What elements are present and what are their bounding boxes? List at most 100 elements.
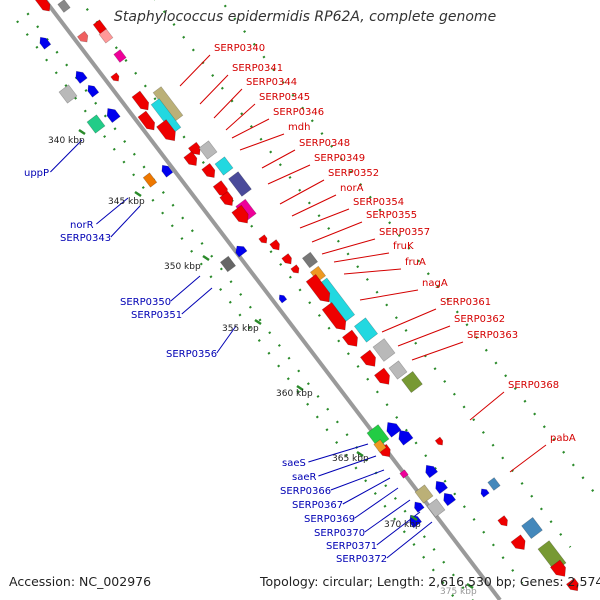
gene-feature	[305, 274, 331, 303]
gene-label-norA: norA	[340, 183, 364, 194]
gene-label-SERP0362: SERP0362	[454, 314, 505, 325]
gene-label-SERP0350: SERP0350	[120, 297, 171, 308]
ruler-label: 345 kbp	[108, 197, 145, 207]
ruler-major-tick	[134, 190, 142, 198]
gene-feature	[34, 0, 51, 12]
gene-feature	[414, 501, 425, 513]
leader-line	[359, 289, 419, 301]
gene-feature	[57, 0, 71, 13]
gene-feature	[373, 367, 390, 385]
gene-feature	[76, 30, 89, 43]
leader-line	[330, 469, 385, 491]
label-leaders	[50, 54, 547, 559]
gene-feature	[214, 156, 234, 176]
gene-label-SERP0369: SERP0369	[304, 514, 355, 525]
leader-line	[199, 74, 229, 105]
gene-feature	[434, 436, 444, 446]
leader-line	[364, 499, 411, 533]
gene-label-SERP0343: SERP0343	[60, 233, 111, 244]
gene-label-SERP0367: SERP0367	[292, 500, 343, 511]
gene-feature	[425, 464, 439, 479]
ruler-label: 350 kbp	[164, 262, 201, 272]
gene-feature	[487, 477, 501, 491]
gene-feature	[414, 484, 434, 504]
leader-line	[509, 444, 547, 473]
gene-label-SERP0354: SERP0354	[353, 197, 404, 208]
gene-label-SERP0366: SERP0366	[280, 486, 331, 497]
gene-label-SERP0344: SERP0344	[246, 77, 297, 88]
gene-feature	[398, 430, 414, 446]
gene-feature	[142, 172, 158, 188]
ruler-major-tick	[296, 384, 304, 392]
gene-feature	[510, 534, 526, 550]
leader-line	[318, 455, 377, 477]
gene-label-norR: norR	[70, 220, 94, 231]
leader-line	[279, 179, 325, 205]
gene-feature	[87, 84, 100, 98]
ruler-major-tick	[254, 318, 262, 326]
gene-feature	[399, 469, 409, 479]
map-title: Staphylococcus epidermidis RP62A, comple…	[114, 9, 497, 25]
topology-text: Topology: circular; Length: 2,616,530 bp…	[260, 574, 600, 589]
gene-label-SERP0352: SERP0352	[328, 168, 379, 179]
gene-feature	[435, 480, 449, 495]
leader-line	[333, 252, 390, 263]
gene-feature	[235, 245, 248, 258]
gene-feature	[321, 302, 347, 331]
gene-feature	[137, 110, 156, 131]
gene-label-SERP0340: SERP0340	[214, 43, 265, 54]
gene-label-SERP0372: SERP0372	[336, 554, 387, 565]
leader-line	[261, 149, 296, 169]
leader-line	[469, 391, 505, 421]
gene-label-SERP0370: SERP0370	[314, 528, 365, 539]
leader-line	[343, 268, 402, 275]
gene-label-pabA: pabA	[550, 433, 576, 444]
gene-feature	[198, 140, 218, 160]
gene-label-uppP: uppP	[24, 168, 49, 179]
gene-feature	[426, 498, 446, 518]
ruler-label: 375 kbp	[440, 587, 477, 597]
gene-feature	[269, 239, 280, 251]
gene-labels: SERP0340SERP0341SERP0344SERP0345SERP0346…	[24, 43, 576, 565]
leader-line	[231, 118, 270, 139]
gene-label-saeS: saeS	[282, 458, 306, 469]
leader-line	[181, 287, 213, 315]
gene-feature	[290, 264, 300, 274]
ruler-label: 355 kbp	[222, 324, 259, 334]
gene-feature	[359, 349, 376, 367]
gene-feature	[388, 360, 408, 380]
leader-line	[397, 325, 451, 347]
gene-feature	[301, 251, 319, 269]
gene-feature	[521, 516, 543, 540]
gene-label-SERP0356: SERP0356	[166, 349, 217, 360]
gene-feature	[372, 338, 396, 362]
leader-line	[239, 133, 285, 151]
gene-features	[34, 0, 579, 592]
gene-label-SERP0361: SERP0361	[440, 297, 491, 308]
leader-line	[216, 325, 237, 354]
ruler-track	[26, 12, 474, 600]
gene-label-saeR: saeR	[292, 472, 316, 483]
leader-line	[225, 103, 256, 131]
gene-feature	[113, 49, 127, 63]
gene-feature	[150, 98, 182, 134]
gene-label-SERP0341: SERP0341	[232, 63, 283, 74]
gene-feature	[480, 488, 490, 498]
leader-line	[267, 164, 311, 185]
gene-label-SERP0357: SERP0357	[379, 227, 430, 238]
gene-label-nagA: nagA	[422, 278, 448, 289]
gene-feature	[98, 28, 114, 44]
leader-line	[110, 205, 141, 238]
gene-label-SERP0346: SERP0346	[273, 107, 324, 118]
gene-label-SERP0363: SERP0363	[467, 330, 518, 341]
leader-line	[342, 477, 391, 505]
gene-feature	[386, 422, 402, 438]
gene-label-SERP0345: SERP0345	[259, 92, 310, 103]
gene-label-SERP0368: SERP0368	[508, 380, 559, 391]
leader-line	[291, 194, 337, 217]
gene-label-SERP0355: SERP0355	[366, 210, 417, 221]
ruler-label: 340 kbp	[48, 136, 85, 146]
gene-label-SERP0351: SERP0351	[131, 310, 182, 321]
